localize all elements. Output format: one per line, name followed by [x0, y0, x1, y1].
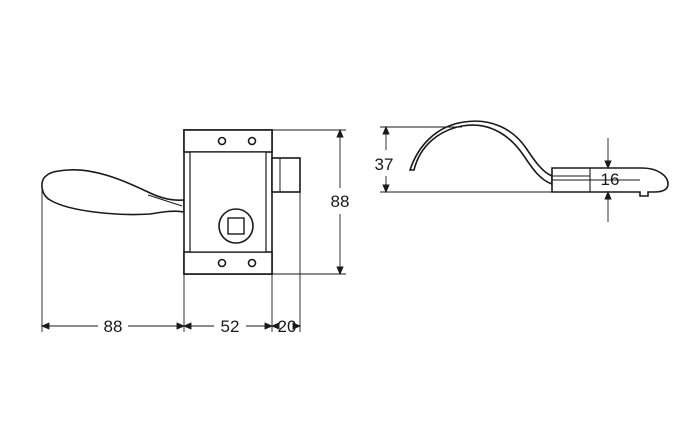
bolt — [271, 157, 301, 193]
front-view — [41, 129, 301, 275]
side-view — [408, 120, 669, 197]
screw-hole-bottom-left — [217, 258, 227, 268]
dim-lever-height: 37 — [375, 155, 394, 174]
spindle-square — [227, 217, 245, 235]
bottom-mount-plate — [183, 251, 273, 275]
top-mount-plate — [183, 129, 273, 153]
front-dimensions — [40, 128, 346, 332]
side-dimensions — [380, 125, 612, 222]
screw-hole-top-left — [217, 136, 227, 146]
dim-bolt-thickness: 16 — [601, 170, 620, 189]
dim-body-width: 52 — [221, 317, 240, 336]
dim-body-height: 88 — [331, 192, 350, 211]
side-lever — [408, 120, 553, 186]
screw-hole-top-right — [247, 136, 257, 146]
handle-neck-line — [147, 194, 183, 207]
dim-bolt-projection: 20 — [278, 317, 297, 336]
screw-hole-bottom-right — [247, 258, 257, 268]
dim-handle-length: 88 — [104, 317, 123, 336]
lever-handle — [41, 169, 185, 216]
side-base — [551, 167, 669, 197]
